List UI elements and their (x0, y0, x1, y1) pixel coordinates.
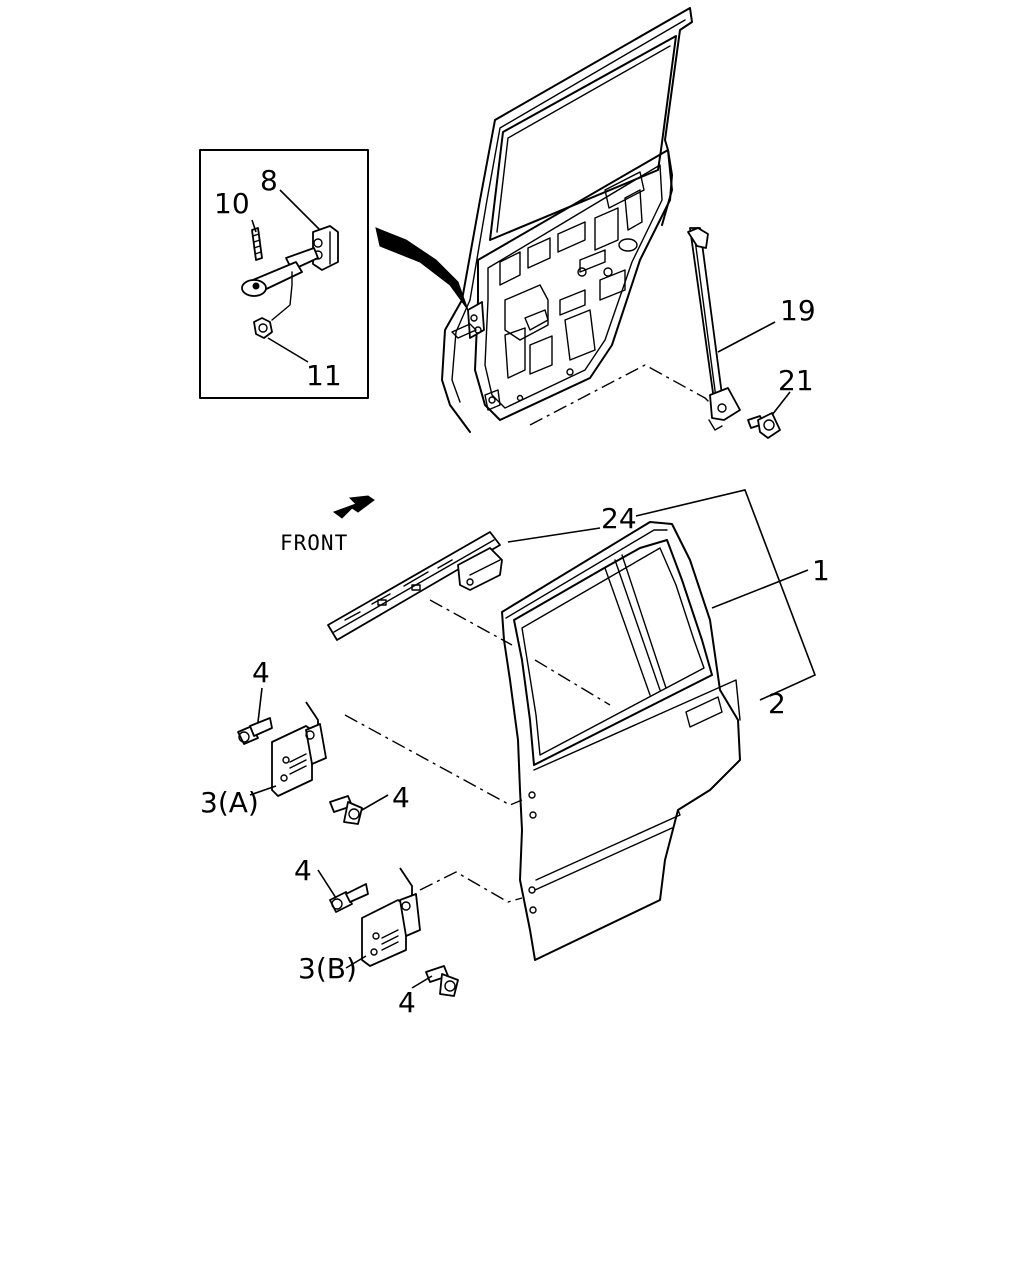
rear-channel-19 (687, 227, 741, 431)
callout-1: 1 (812, 554, 830, 587)
guide-line-24 (429, 599, 513, 646)
callout-4-mid: 4 (392, 781, 410, 814)
callout-4-lower: 4 (294, 854, 312, 887)
guide-line-hinge-a (344, 714, 523, 806)
bolt-21 (747, 412, 781, 439)
callout-4-bottom: 4 (398, 986, 416, 1019)
callout-19: 19 (780, 294, 816, 327)
front-label: FRONT (280, 531, 348, 555)
inset-pointer-arrow (375, 227, 469, 311)
callout-4-top: 4 (252, 656, 270, 689)
hinge-3a (271, 701, 327, 797)
run-channel-24 (327, 531, 503, 641)
guide-line-19 (529, 364, 713, 426)
callout-3a: 3(A) (200, 786, 259, 819)
callout-21: 21 (778, 364, 814, 397)
bolt-4-mid (329, 795, 363, 825)
front-arrow-icon (332, 495, 375, 519)
callout-3b: 3(B) (298, 952, 357, 985)
bolt-4-lower-right (425, 965, 459, 997)
guide-line-hinge-b (419, 871, 523, 903)
callout-24: 24 (601, 502, 637, 535)
callout-11: 11 (306, 359, 342, 392)
hinge-3b (361, 867, 421, 967)
callout-10: 10 (214, 187, 250, 220)
guide-line-window (534, 659, 611, 706)
bolt-4-upper (237, 717, 273, 745)
rear-door-assembly (501, 521, 741, 961)
bolt-4-lower-left (329, 883, 369, 913)
door-inner-panel (441, 7, 693, 433)
callout-2: 2 (768, 687, 786, 720)
door-check-inset (199, 149, 369, 399)
callout-8: 8 (260, 164, 278, 197)
